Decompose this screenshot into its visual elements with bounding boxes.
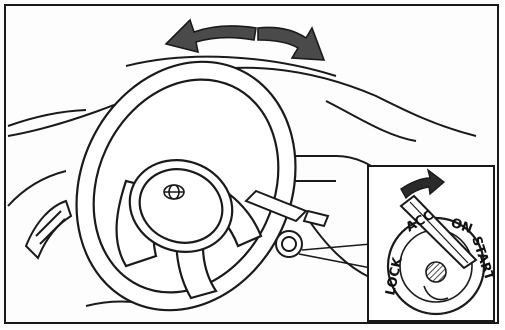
rotation-arrow-left-icon (166, 20, 256, 52)
diagram-frame: LOCK ACC ON START (4, 4, 499, 324)
steering-wheel-diagram: LOCK ACC ON START (6, 6, 497, 322)
steering-wheel (37, 26, 336, 322)
column-ignition-icon (276, 231, 371, 268)
air-vent-left (26, 201, 71, 258)
ignition-inset: LOCK ACC ON START (368, 166, 497, 321)
rotation-arrow-right-icon (258, 27, 324, 60)
